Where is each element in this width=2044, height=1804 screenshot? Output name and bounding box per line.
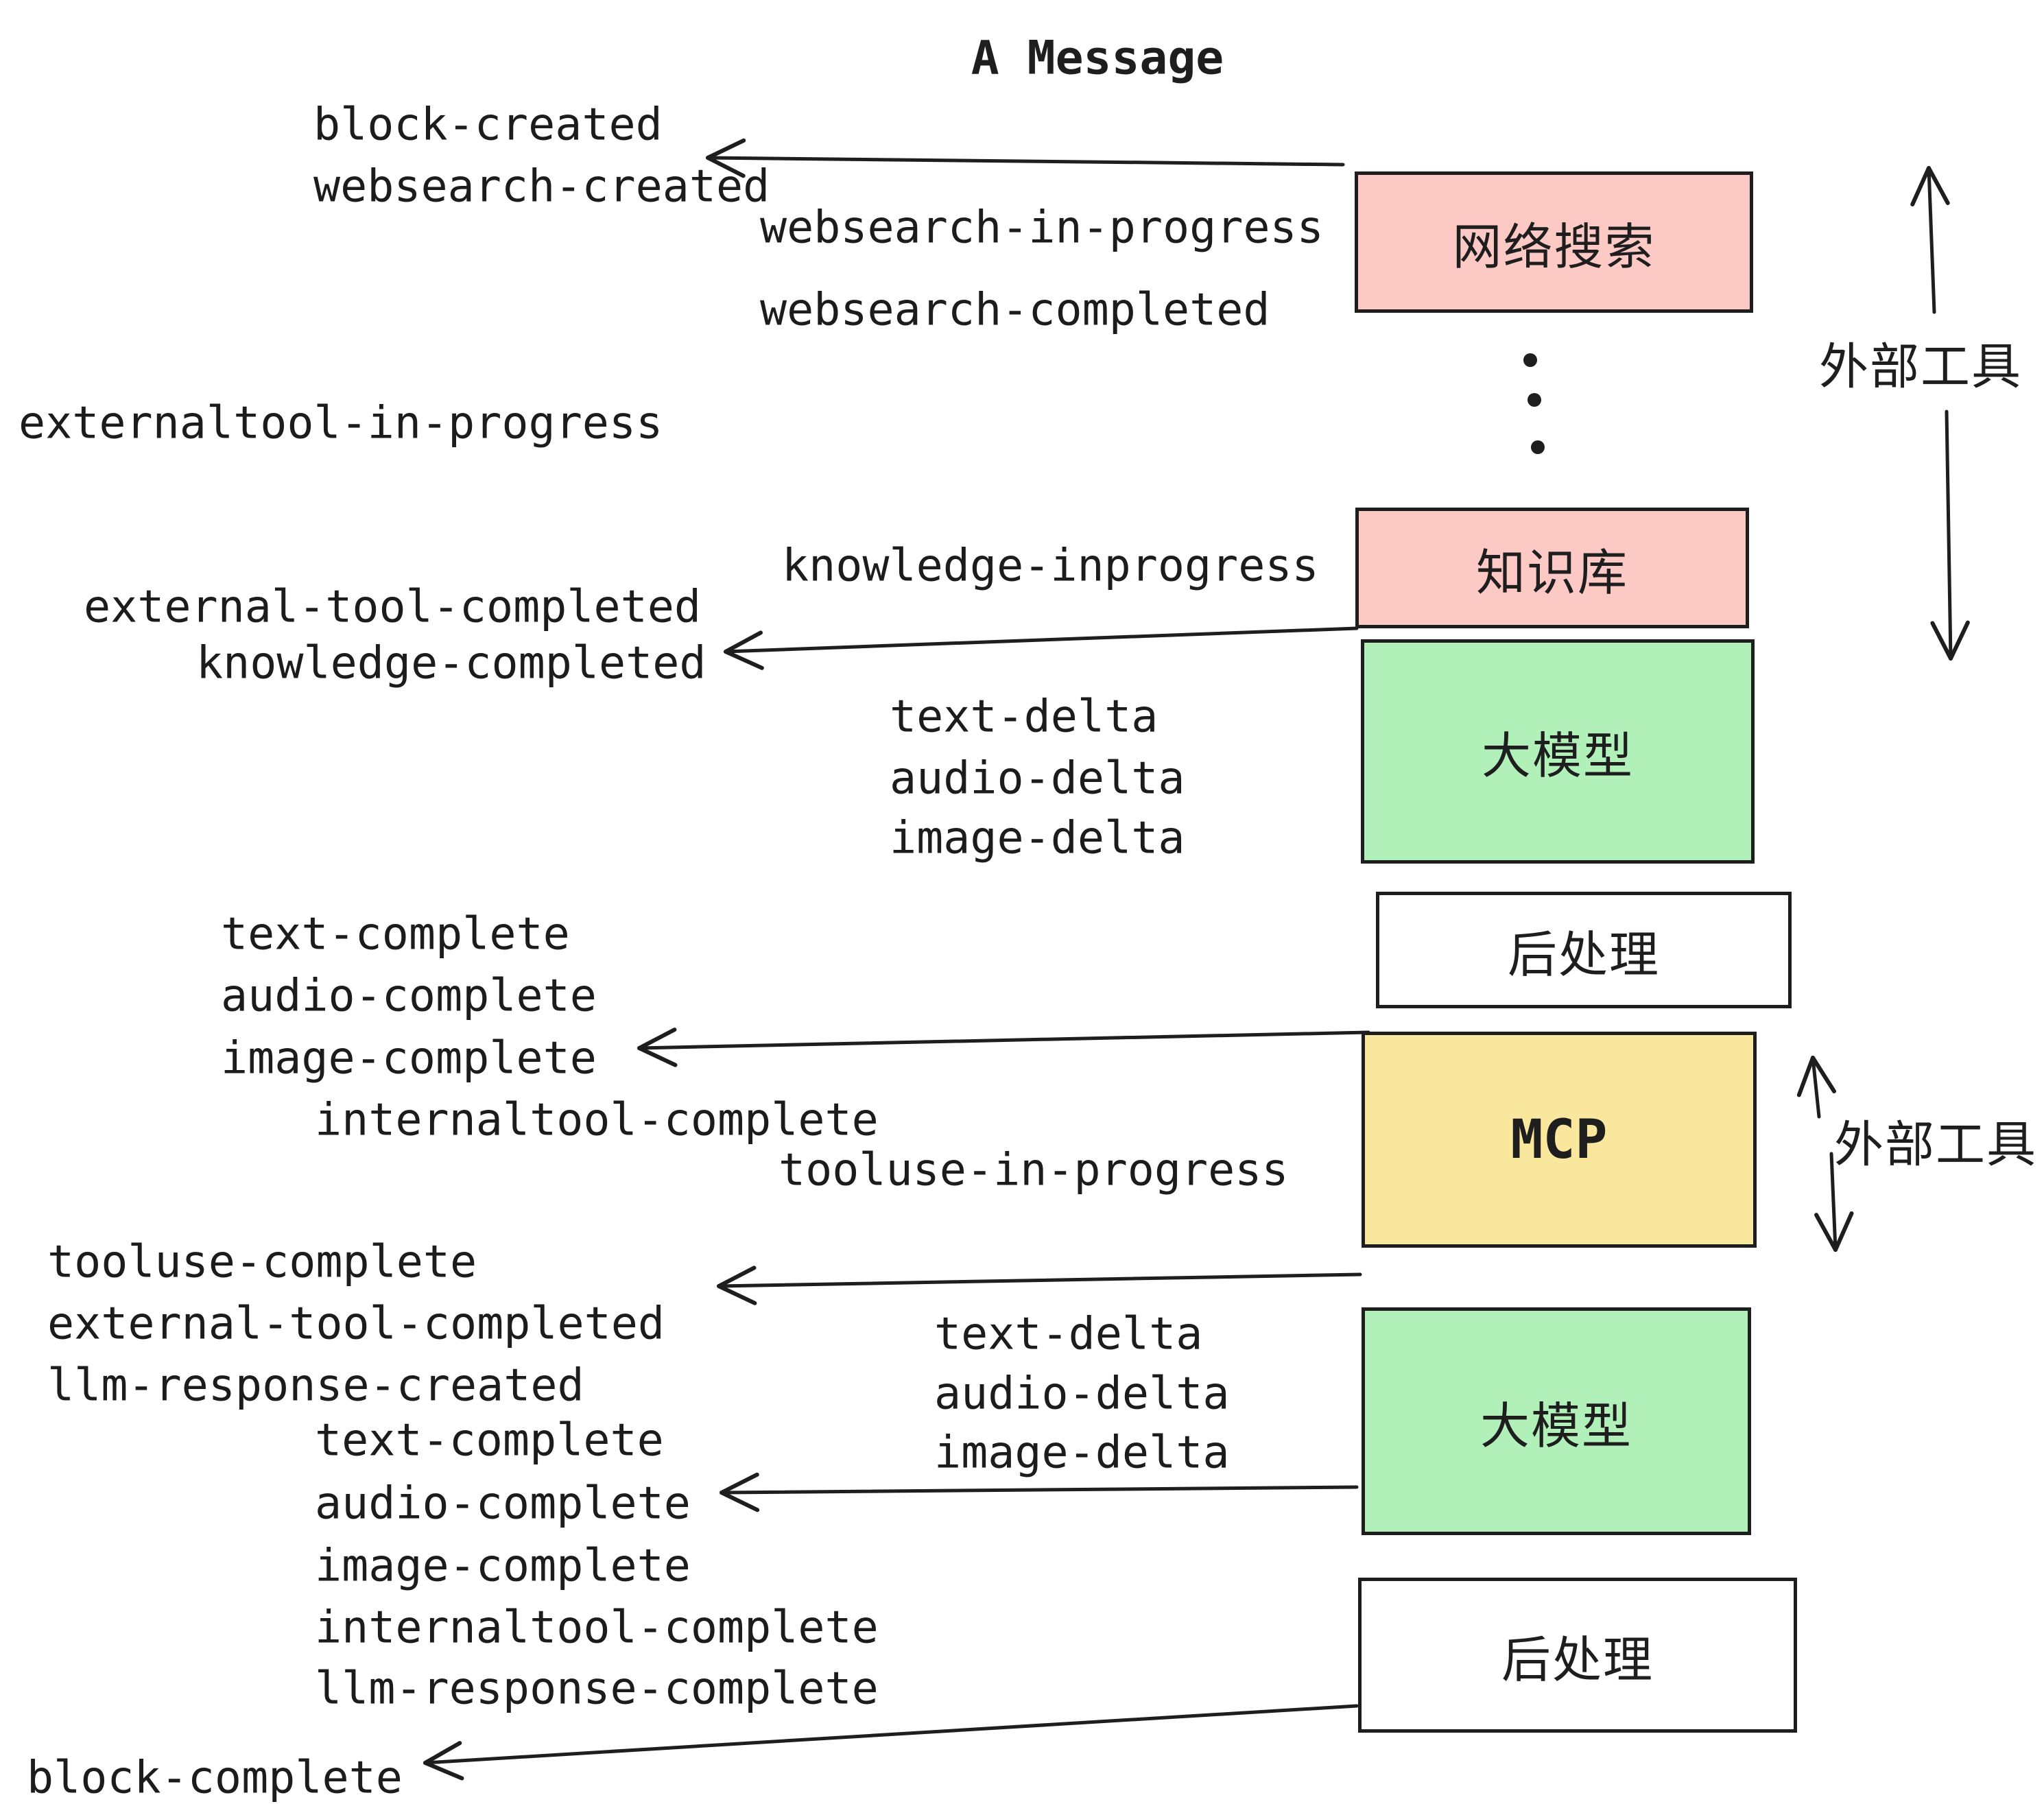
node-llm-1: 大模型	[1361, 639, 1755, 864]
ellipsis-dot	[1523, 353, 1537, 367]
node-llm-2: 大模型	[1362, 1307, 1751, 1535]
arrow-to-websearch-created	[706, 138, 1345, 178]
event-label: tooluse-complete	[47, 1236, 477, 1288]
event-label: block-created	[313, 99, 663, 151]
event-label: llm-response-created	[47, 1360, 584, 1412]
event-label: audio-delta	[890, 752, 1185, 805]
event-label: text-delta	[890, 691, 1158, 743]
node-websearch: 网络搜索	[1355, 171, 1753, 313]
external-tools-up-arrow-1	[1910, 166, 1950, 314]
diagram-title: A Message	[971, 31, 1224, 86]
event-label: knowledge-completed	[196, 637, 706, 689]
node-mcp: MCP	[1362, 1032, 1757, 1248]
event-label: text-complete	[221, 908, 570, 960]
event-label: image-complete	[315, 1540, 691, 1592]
event-label: tooluse-in-progress	[779, 1144, 1289, 1196]
event-label: image-delta	[890, 812, 1185, 864]
event-label: externaltool-in-progress	[19, 397, 663, 449]
event-label: text-complete	[315, 1414, 664, 1467]
event-label: image-delta	[934, 1427, 1230, 1479]
event-label: llm-response-complete	[315, 1663, 879, 1715]
node-post-1: 后处理	[1376, 892, 1792, 1008]
event-label: audio-delta	[934, 1368, 1230, 1420]
event-label: block-complete	[27, 1752, 403, 1804]
node-label: 后处理	[1507, 925, 1660, 984]
external-tools-up-arrow-2	[1796, 1056, 1837, 1119]
event-label: audio-complete	[315, 1477, 691, 1530]
node-label: 网络搜索	[1452, 217, 1656, 276]
event-label: websearch-in-progress	[760, 202, 1324, 254]
arrow-to-block-complete	[423, 1704, 1359, 1781]
arrow-to-knowledge-completed	[724, 626, 1359, 670]
event-label: knowledge-inprogress	[782, 540, 1319, 592]
node-knowledge: 知识库	[1355, 508, 1749, 628]
external-tools-label: 外部工具	[1818, 337, 2023, 396]
event-label: external-tool-completed	[47, 1298, 665, 1350]
node-post-2: 后处理	[1358, 1578, 1797, 1733]
arrow-to-tooluse-complete	[717, 1266, 1362, 1305]
event-label: internaltool-complete	[315, 1602, 879, 1654]
node-label: MCP	[1510, 1108, 1608, 1171]
external-tools-down-arrow-2	[1814, 1152, 1854, 1252]
event-label: websearch-created	[313, 161, 770, 213]
event-label: websearch-completed	[760, 284, 1270, 336]
event-label: audio-complete	[221, 970, 597, 1022]
ellipsis-dot	[1528, 393, 1541, 407]
arrow-to-image-complete	[637, 1028, 1370, 1067]
event-label: internaltool-complete	[315, 1094, 879, 1146]
event-label: image-complete	[221, 1032, 597, 1084]
ellipsis-dot	[1531, 440, 1545, 454]
arrow-to-audio-complete	[720, 1472, 1359, 1512]
external-tools-down-arrow-1	[1930, 410, 1970, 661]
event-label: text-delta	[934, 1308, 1203, 1360]
event-label: external-tool-completed	[84, 581, 702, 633]
node-label: 知识库	[1475, 543, 1628, 602]
node-label: 大模型	[1481, 727, 1634, 785]
external-tools-label: 外部工具	[1833, 1115, 2038, 1174]
node-label: 后处理	[1501, 1630, 1654, 1689]
node-label: 大模型	[1479, 1397, 1632, 1455]
